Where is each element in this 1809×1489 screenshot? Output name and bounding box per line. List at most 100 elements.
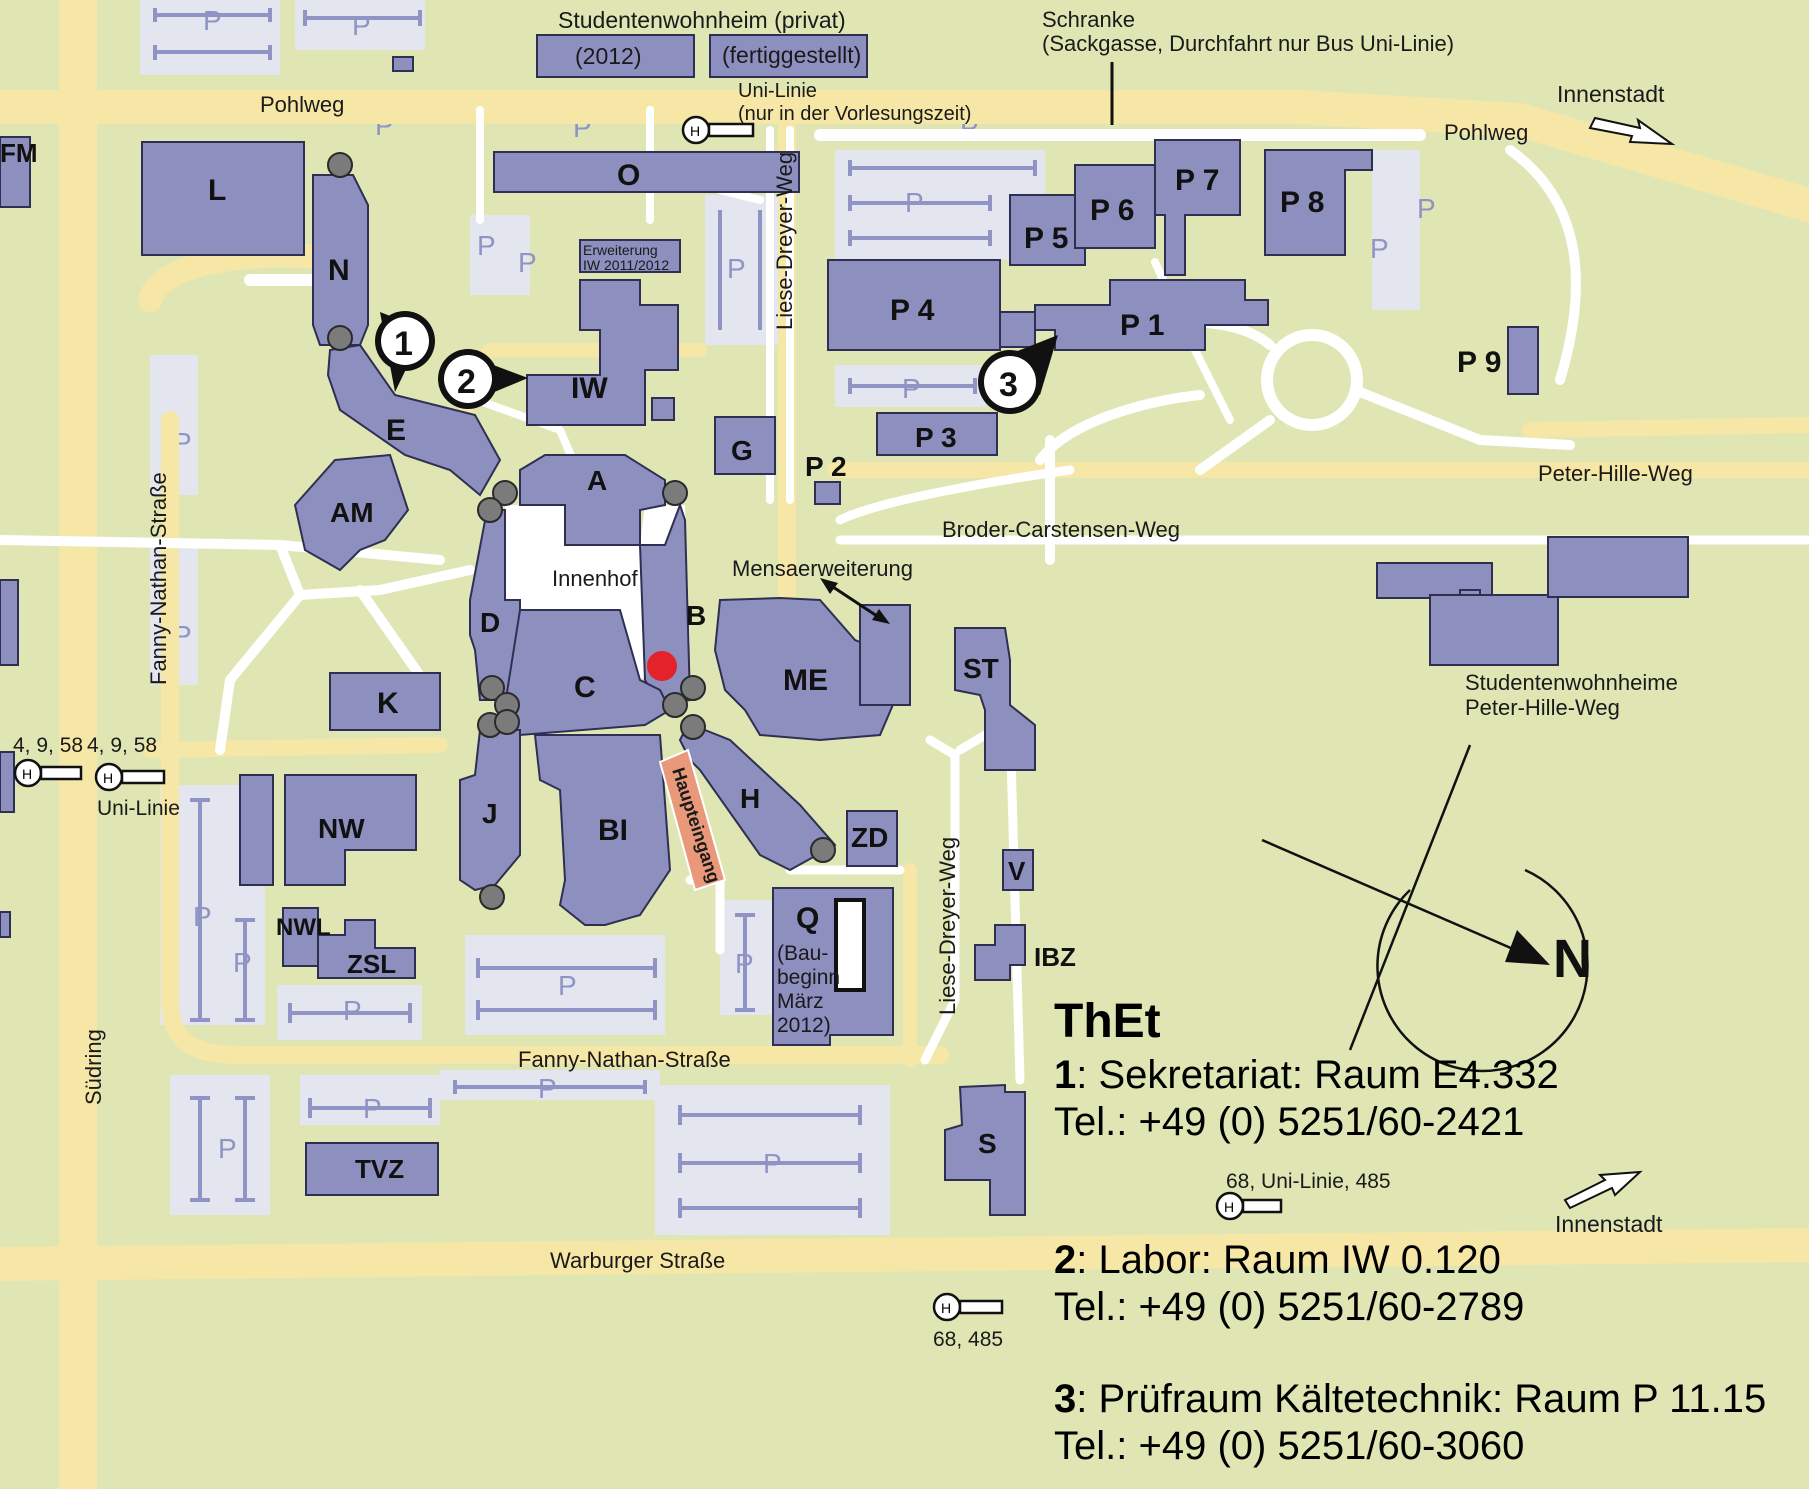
legend-entry-3: 3: Prüfraum Kältetechnik: Raum P 11.15 T…	[1054, 1376, 1766, 1470]
label-G: G	[731, 435, 753, 466]
label-O: O	[617, 159, 640, 192]
parking-label: P	[343, 995, 362, 1026]
building-P6	[1074, 164, 1156, 249]
svg-text:H: H	[103, 770, 113, 786]
parking-label: P	[538, 1073, 557, 1104]
building-P7	[1154, 139, 1241, 276]
building-P4	[827, 259, 1001, 351]
bus-stop-4958-a: H	[13, 758, 83, 788]
label-IW: IW	[571, 372, 608, 405]
building-A	[519, 454, 666, 546]
building-labels: L N O IW E AM A G D B C ME K J BI H ZD Q…	[0, 138, 1502, 1184]
building-ST	[954, 627, 1036, 771]
label-erweiterung-2: IW 2011/2012	[583, 257, 669, 273]
building-IW	[526, 279, 679, 426]
parking-label: P	[218, 1133, 237, 1164]
label-bus-4958-b: 4, 9, 58	[87, 734, 157, 757]
building-studentenwohnheime-3	[1547, 536, 1689, 598]
label-J: J	[482, 798, 498, 829]
building-P1	[1034, 279, 1269, 351]
svg-text:H: H	[1224, 1199, 1234, 1215]
street-pohlweg-right: Pohlweg	[1444, 120, 1528, 145]
north-label: N	[1553, 929, 1592, 989]
legend-entry-1: 1: Sekretariat: Raum E4.332 Tel.: +49 (0…	[1054, 1052, 1559, 1146]
building-IBZ	[974, 924, 1026, 981]
svg-text:H: H	[941, 1300, 951, 1316]
compass-rose: N	[1261, 744, 1592, 1073]
parking-label: P	[763, 1148, 782, 1179]
building-erweiterung	[579, 239, 681, 273]
building-sw-fertig	[709, 34, 868, 78]
label-C: C	[574, 671, 596, 704]
parking-label: P	[203, 5, 222, 36]
q-note-1: (Bau-	[777, 942, 828, 965]
legend-entry-3-text: : Prüfraum Kältetechnik: Raum P 11.15	[1076, 1377, 1767, 1421]
label-bus-68-485: 68, 485	[933, 1328, 1003, 1351]
location-marker-2[interactable]: 2	[438, 349, 528, 409]
label-sw-fertig: (fertiggestellt)	[722, 42, 861, 68]
bus-stop-4958-b: H	[94, 762, 166, 792]
svg-text:H: H	[22, 766, 32, 782]
label-sw-2012: (2012)	[575, 43, 641, 69]
mensaerweiterung-arrow	[829, 583, 881, 620]
q-note-2: beginn	[777, 966, 840, 989]
label-P4: P 4	[890, 294, 935, 327]
label-IBZ: IBZ	[1034, 942, 1076, 972]
label-A: A	[587, 465, 607, 496]
building-AM	[293, 453, 410, 572]
marker-3-label: 3	[999, 366, 1018, 404]
label-ST: ST	[963, 653, 999, 684]
parking-label: P	[905, 187, 924, 218]
building-G	[714, 416, 776, 475]
legend-entry-2-tel: Tel.: +49 (0) 5251/60-2789	[1054, 1285, 1525, 1329]
street-suedring: Südring	[81, 1029, 106, 1105]
parking-label: P	[193, 901, 212, 932]
building-J	[459, 729, 521, 892]
street-peter-hille: Peter-Hille-Weg	[1538, 461, 1693, 486]
label-bus-4958-a: 4, 9, 58	[13, 734, 83, 757]
street-liese-dreyer-bottom: Liese-Dreyer-Weg	[935, 837, 960, 1015]
building-BI	[533, 734, 672, 926]
legend-entry-3-num: 3	[1054, 1377, 1077, 1421]
label-NWL: NWL	[276, 914, 331, 941]
building-P8	[1264, 149, 1373, 256]
legend-entry-1-tel: Tel.: +49 (0) 5251/60-2421	[1054, 1100, 1525, 1144]
parking-label: P	[518, 247, 537, 278]
building-studentenwohnheime-2	[1429, 594, 1559, 666]
label-P2: P 2	[805, 451, 847, 482]
location-marker-1[interactable]: 1	[375, 311, 435, 392]
stairwells	[327, 152, 836, 910]
label-P1: P 1	[1120, 309, 1165, 342]
label-peter-hille-2: Peter-Hille-Weg	[1465, 695, 1620, 720]
label-AM: AM	[330, 497, 374, 528]
building-NW	[284, 774, 417, 886]
label-bus-68-uni-485: 68, Uni-Linie, 485	[1226, 1170, 1391, 1193]
current-location-dot	[647, 651, 677, 681]
label-P5: P 5	[1024, 222, 1069, 255]
svg-text:H: H	[690, 123, 700, 139]
building-O	[493, 151, 800, 193]
parking-label: P	[352, 10, 371, 41]
building-TVZ	[305, 1142, 439, 1196]
street-pohlweg-left: Pohlweg	[260, 92, 344, 117]
building-S	[944, 1083, 1026, 1216]
street-labels: Pohlweg Pohlweg Liese-Dreyer-Weg Liese-D…	[13, 7, 1693, 1351]
location-marker-3[interactable]: 3	[978, 335, 1058, 414]
building-P9	[1507, 326, 1539, 395]
legend-entry-1-num: 1	[1054, 1053, 1077, 1097]
label-schranke-1: Schranke	[1042, 7, 1135, 32]
label-S: S	[978, 1128, 997, 1159]
label-TVZ: TVZ	[355, 1154, 404, 1184]
label-ZD: ZD	[851, 822, 888, 853]
building-ME	[713, 596, 897, 742]
label-ME: ME	[783, 664, 828, 697]
q-note-3: März	[777, 990, 824, 1013]
label-erweiterung-1: Erweiterung	[583, 242, 658, 258]
label-ZSL: ZSL	[347, 949, 396, 979]
legend-entry-3-tel: Tel.: +49 (0) 5251/60-3060	[1054, 1424, 1525, 1468]
label-FM: FM	[0, 138, 38, 168]
building-FM	[0, 136, 31, 208]
building-P5	[1009, 194, 1086, 266]
marker-2-label: 2	[457, 363, 476, 401]
